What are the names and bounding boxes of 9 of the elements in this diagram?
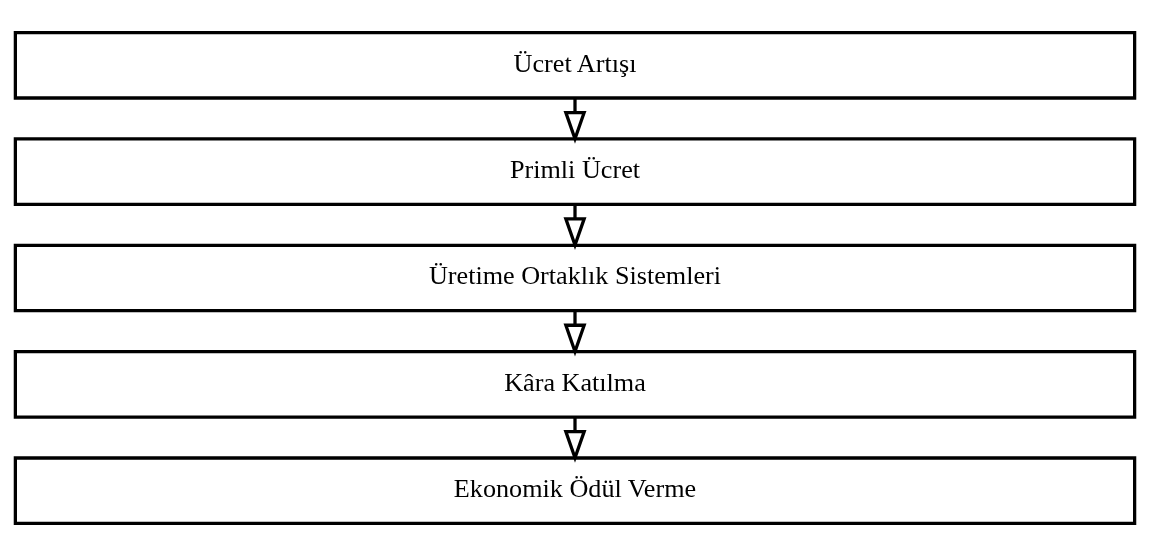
node-box: Üretime Ortaklık Sistemleri [13,243,1137,313]
node-box: Ücret Artışı [13,30,1137,100]
arrow [563,204,587,250]
arrow [563,98,587,144]
node-box: Primli Ücret [13,137,1137,206]
arrow [563,417,587,463]
node-box: Kâra Katılma [13,350,1137,419]
arrow [563,311,587,357]
node-box: Ekonomik Ödül Verme [13,456,1137,526]
